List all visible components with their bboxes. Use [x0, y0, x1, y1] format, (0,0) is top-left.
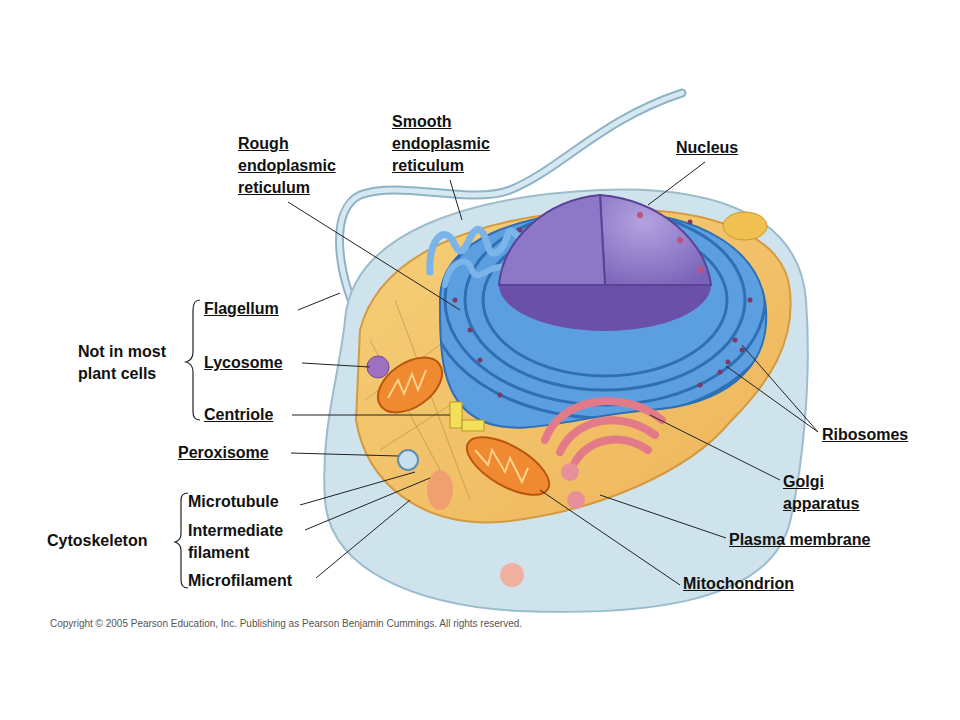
- lysosome-shape: [367, 356, 389, 378]
- organelle-label: Golgi apparatus: [783, 471, 883, 515]
- centriole-shape: [462, 420, 484, 431]
- bracket: [186, 300, 200, 420]
- organelle-label: Peroxisome: [178, 442, 269, 464]
- copyright-note: Copyright © 2005 Pearson Education, Inc.…: [50, 617, 522, 630]
- organelle-label: Ribosomes: [822, 424, 908, 446]
- organelle-label: Flagellum: [204, 298, 279, 320]
- nuclear-pore: [637, 212, 643, 218]
- nucleus-dome: [600, 195, 711, 285]
- golgi-apparatus: [545, 401, 662, 462]
- organelle-label: Lycosome: [204, 352, 283, 374]
- smooth-er: [445, 262, 505, 285]
- organelle-label: Nucleus: [676, 137, 738, 159]
- nucleus-cut-face: [499, 195, 605, 285]
- mitochondrion-shape: [458, 426, 558, 507]
- organelle-label: Smooth endoplasmic reticulum: [392, 111, 517, 177]
- organelle-label: Microfilament: [188, 570, 292, 592]
- group-label: Not in most plant cells: [78, 341, 184, 385]
- organelle-label: Mitochondrion: [683, 573, 794, 595]
- mitochondrion-cristae: [388, 370, 426, 398]
- mitochondrion-cristae: [475, 450, 528, 482]
- er-folds: [429, 182, 781, 418]
- organelle-label: Plasma membrane: [729, 529, 870, 551]
- vesicle: [427, 470, 453, 510]
- organelle-label: Intermediate filament: [188, 520, 306, 564]
- organelle-label: Centriole: [204, 404, 273, 426]
- leader-lines: [288, 162, 818, 585]
- vesicle: [561, 463, 579, 481]
- organelle-label: Rough endoplasmic reticulum: [238, 133, 363, 199]
- organelle-label: Microtubule: [188, 491, 279, 513]
- cell-body: [324, 190, 808, 612]
- mitochondrion-shape: [368, 346, 452, 423]
- er-fold: [445, 195, 765, 405]
- er-fold: [429, 182, 781, 418]
- nuclear-pore: [697, 267, 703, 273]
- vesicle: [500, 563, 524, 587]
- vesicle: [723, 212, 767, 240]
- vesicle: [567, 491, 585, 509]
- nuclear-pore: [677, 237, 683, 243]
- bracket: [175, 493, 188, 588]
- centriole-shape: [450, 402, 462, 428]
- ribosomes: [453, 220, 753, 398]
- peroxisome-shape: [398, 450, 418, 470]
- group-label: Cytoskeleton: [47, 530, 147, 552]
